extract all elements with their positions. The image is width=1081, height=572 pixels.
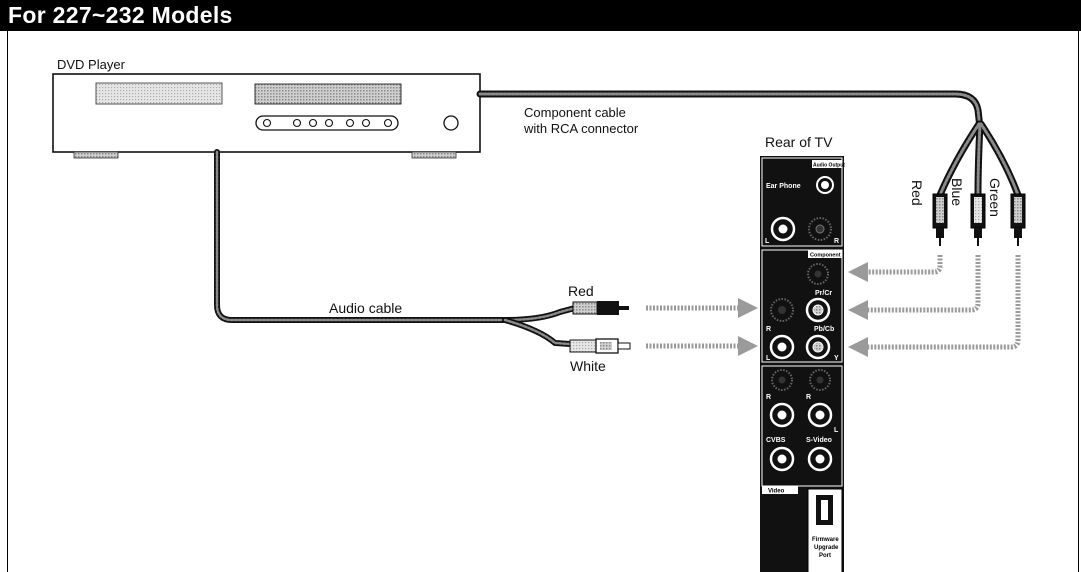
audio-out-l-label: L <box>765 238 770 245</box>
component-cable <box>476 90 1022 199</box>
title-bar: For 227~232 Models <box>0 0 1081 31</box>
component-cable-label-line1: Component cable <box>524 105 626 120</box>
audio-red-label: Red <box>568 283 594 299</box>
audio-cable-label: Audio cable <box>329 300 402 316</box>
audio-out-r-label: R <box>834 238 839 245</box>
rear-of-tv-label: Rear of TV <box>765 134 833 150</box>
component-plug-red <box>932 193 948 246</box>
component-label: Component <box>810 253 841 259</box>
video-r-label-1: R <box>766 394 771 401</box>
firmware-label-3: Port <box>819 553 831 559</box>
audio-cable <box>214 149 578 347</box>
audio-white-label: White <box>570 358 606 374</box>
firmware-label-2: Upgrade <box>814 545 839 551</box>
pr-cr-label: Pr/Cr <box>815 290 832 297</box>
video-r-label-2: R <box>806 394 811 401</box>
cvbs-label: CVBS <box>766 437 786 444</box>
plug-green-label: Green <box>987 178 1003 217</box>
plug-red-label: Red <box>909 180 925 206</box>
video-section-label: Video <box>768 489 785 495</box>
audio-plug-red <box>572 301 629 315</box>
dvd-player-label: DVD Player <box>57 57 126 72</box>
component-plug-green <box>1010 193 1026 246</box>
component-cable-label-line2: with RCA connector <box>523 121 639 136</box>
dvd-player <box>52 73 481 159</box>
ear-phone-label: Ear Phone <box>766 183 801 190</box>
plug-blue-label: Blue <box>949 178 965 206</box>
component-plug-blue <box>970 193 986 246</box>
audio-arrows <box>646 298 758 356</box>
component-l-label: L <box>766 355 771 362</box>
component-arrows <box>848 255 1021 357</box>
y-label: Y <box>834 355 839 362</box>
page-title: For 227~232 Models <box>8 2 233 28</box>
component-r-label: R <box>766 326 771 333</box>
audio-plug-white <box>569 338 631 354</box>
frame-left-border <box>7 31 8 572</box>
pb-cb-label: Pb/Cb <box>814 326 834 333</box>
video-l-label: L <box>834 427 839 434</box>
tv-rear-panel: Audio Output Ear Phone L R Component Pr/… <box>760 156 845 572</box>
firmware-label-1: Firmware <box>812 537 839 543</box>
audio-output-label: Audio Output <box>813 163 845 169</box>
frame-right-border <box>1078 31 1079 572</box>
s-video-label: S-Video <box>806 437 832 444</box>
